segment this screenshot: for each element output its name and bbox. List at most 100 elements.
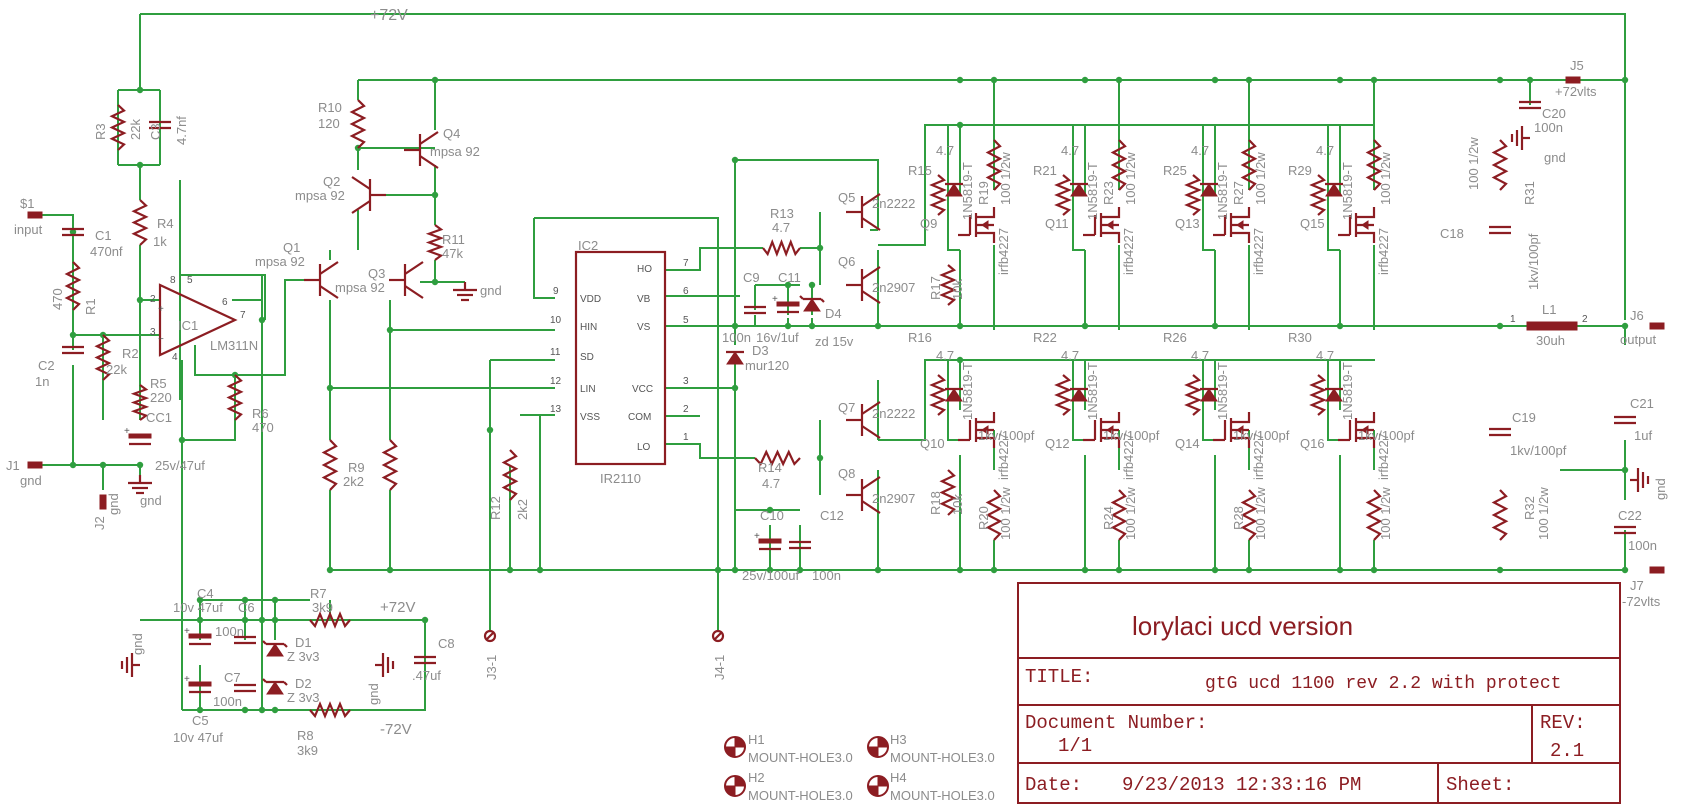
series-value-bot-3: 100 1/2w: [1253, 487, 1268, 540]
j5-value: +72vlts: [1555, 84, 1597, 99]
q8-label: Q8: [838, 466, 855, 481]
j1-label: J1: [6, 458, 20, 473]
resistor-r8: [309, 701, 351, 719]
c2-value: 1n: [35, 374, 49, 389]
capacitor-c22: [1614, 525, 1636, 535]
capacitor-cc1: +: [124, 426, 152, 446]
svg-text:7: 7: [240, 310, 246, 321]
capacitor-c4: +: [184, 626, 212, 646]
mosfet-q11: [1083, 207, 1121, 243]
label-r19: R19: [976, 181, 991, 205]
cc1-label: CC1: [146, 410, 172, 425]
pin-vs: VS: [637, 322, 651, 333]
gnd-label-2: gnd: [480, 283, 502, 298]
capacitor-c18: [1489, 225, 1511, 235]
transistor-q7: [846, 401, 881, 439]
d4-label: D4: [825, 306, 842, 321]
resistor-gate-bot-4: [1309, 374, 1327, 416]
q4-value: mpsa 92: [430, 144, 480, 159]
resistor-r5: [130, 384, 150, 421]
capacitor-c12: [789, 540, 811, 550]
diode-top-1: [945, 182, 963, 197]
gate-value-top-3: 4.7: [1191, 143, 1209, 158]
diode-bot-1: [945, 387, 963, 402]
transistor-q2: [351, 176, 386, 214]
r14-value: 4.7: [762, 476, 780, 491]
r8-value: 3k9: [297, 743, 318, 758]
resistor-r12b: [381, 439, 399, 491]
r11-value: 47k: [442, 246, 463, 261]
label-r27: R27: [1231, 181, 1246, 205]
q3-label: Q3: [368, 266, 385, 281]
gate-value-bot-2: 4.7: [1061, 348, 1079, 363]
snub-value-1: 1kv/100pf: [978, 428, 1035, 443]
svg-text:8: 8: [170, 275, 176, 286]
diode-bot-2: [1070, 387, 1088, 402]
c12-label: C12: [820, 508, 844, 523]
j6-value: output: [1620, 332, 1657, 347]
ground-icon-4: [375, 653, 395, 677]
label-r30: R30: [1288, 330, 1312, 345]
diode-value-bot-3: 1N5819-T: [1215, 362, 1230, 420]
c8-value: .47uf: [412, 668, 441, 683]
title-heading: lorylaci ucd version: [1132, 611, 1353, 641]
label-q12: Q12: [1045, 436, 1070, 451]
resistor-gate-bot-1: [929, 374, 947, 416]
mount-holes: H1 MOUNT-HOLE3.0 H2 MOUNT-HOLE3.0 H3 MOU…: [724, 732, 995, 803]
resistor-gate-top-1: [929, 174, 947, 216]
r6-value: 470: [252, 420, 274, 435]
diode-top-2: [1070, 182, 1088, 197]
resistor-gate-bot-3: [1184, 374, 1202, 416]
resistor-gate-top-4: [1309, 174, 1327, 216]
l1-label: L1: [1542, 302, 1556, 317]
svg-text:+: +: [754, 531, 760, 542]
connectors: [27, 76, 1665, 643]
q7-label: Q7: [838, 400, 855, 415]
gate-value-top-4: 4.7: [1316, 143, 1334, 158]
svg-text:13: 13: [550, 404, 562, 415]
mosfet-q12: [1083, 412, 1121, 448]
label-q14: Q14: [1175, 436, 1200, 451]
diode-value-top-1: 1N5819-T: [960, 162, 975, 220]
r17-value: 10k: [950, 279, 965, 300]
diode-bot-3: [1200, 387, 1218, 402]
svg-text:−: −: [158, 334, 164, 345]
r9-value: 2k2: [343, 474, 364, 489]
diode-d1: [262, 640, 288, 657]
capacitor-c2: [62, 345, 84, 355]
title-block: lorylaci ucd version TITLE: gtG ucd 1100…: [1017, 582, 1621, 804]
capacitor-c11: +: [772, 294, 800, 314]
c6-label: C6: [238, 600, 255, 615]
c6-value: 100n: [215, 624, 244, 639]
r4-value: 1k: [153, 234, 167, 249]
capacitor-c6: [234, 635, 256, 645]
junctions: [69, 76, 1629, 714]
svg-text:7: 7: [683, 258, 689, 269]
series-value-top-1: 100 1/2w: [998, 152, 1013, 205]
h3-value: MOUNT-HOLE3.0: [890, 750, 995, 765]
wires: [40, 13, 1626, 711]
r5-label: R5: [150, 376, 167, 391]
series-value-top-3: 100 1/2w: [1253, 152, 1268, 205]
d2-value: Z 3v3: [287, 690, 320, 705]
pin-lin: LIN: [580, 384, 596, 395]
q5-value: 2n2222: [872, 196, 915, 211]
resistor-series-bot-1: [985, 489, 1003, 541]
j1-value: gnd: [20, 473, 42, 488]
j2-label: J2: [92, 516, 107, 530]
j2-value: gnd: [106, 493, 121, 515]
doc-number-value: 1/1: [1058, 735, 1092, 757]
c10-label: C10: [760, 508, 784, 523]
svg-text:6: 6: [683, 286, 689, 297]
resistor-r31: [1491, 139, 1509, 191]
pin-ho: HO: [637, 264, 652, 275]
label-r18: R18: [928, 491, 943, 515]
resistor-r13: [762, 238, 801, 258]
gnd-label-5: gnd: [1544, 150, 1566, 165]
r1-label: R1: [83, 298, 98, 315]
doc-number-label: Document Number:: [1025, 712, 1207, 734]
label-r29: R29: [1288, 163, 1312, 178]
r32-value: 100 1/2w: [1536, 487, 1551, 540]
diode-value-top-3: 1N5819-T: [1215, 162, 1230, 220]
resistor-gate-top-3: [1184, 174, 1202, 216]
